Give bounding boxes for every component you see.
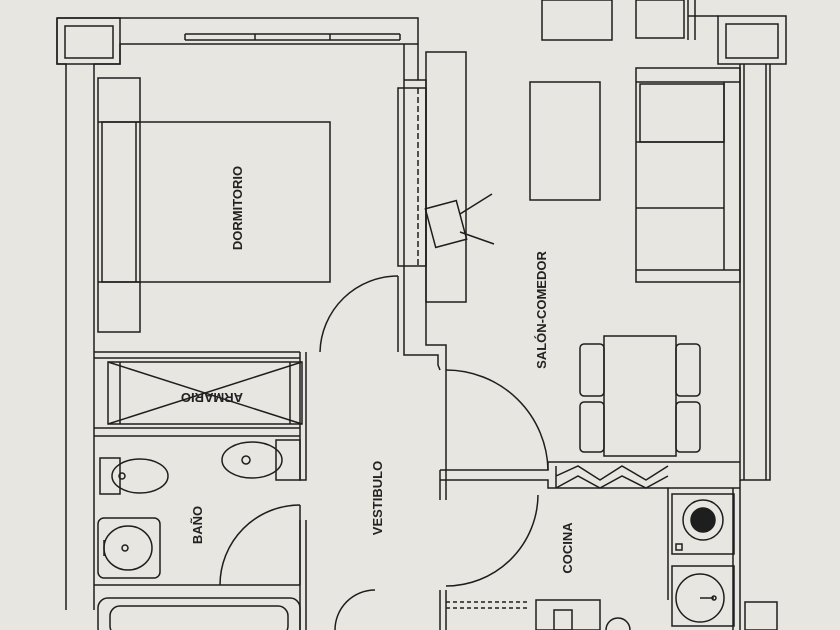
top-armchairs	[541, 0, 685, 41]
label-salon-comedor: SALÓN-COMEDOR	[534, 251, 549, 369]
label-dormitorio: DORMITORIO	[230, 166, 245, 250]
room-labels: DORMITORIO ARMARIO BAÑO VESTIBULO SALÓN-…	[181, 166, 575, 574]
wardrobe-armario	[107, 361, 303, 425]
sofa	[635, 67, 741, 283]
label-cocina: COCINA	[560, 522, 575, 574]
dining-table	[579, 335, 701, 457]
tv-unit	[424, 193, 495, 249]
coffee-table	[529, 81, 601, 201]
kitchen-fixtures	[446, 465, 735, 630]
bed	[97, 77, 331, 333]
label-vestibulo: VESTIBULO	[370, 461, 385, 535]
label-armario: ARMARIO	[181, 390, 243, 405]
label-bano: BAÑO	[190, 506, 205, 544]
bathroom-fixtures	[97, 439, 301, 630]
door-swings	[219, 275, 549, 630]
